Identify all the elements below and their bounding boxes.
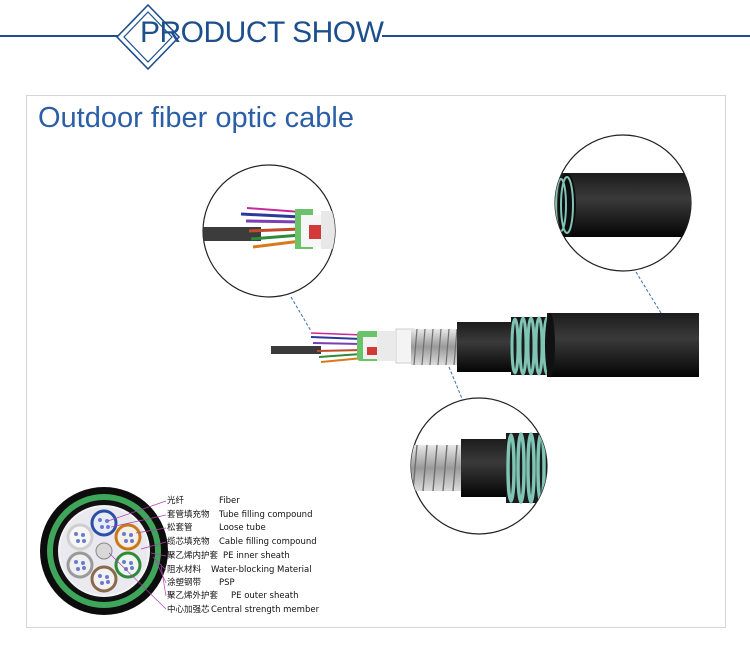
legend-en-8: PE outer sheath: [231, 591, 299, 601]
legend-en-2: Tube filling compound: [219, 510, 313, 520]
zoom-armor: [410, 397, 548, 535]
legend-cn-7: 涂塑钢带: [167, 578, 202, 588]
header-line-right: [382, 35, 750, 37]
legend-en-9: Central strength member: [211, 605, 320, 615]
legend-en-1: Fiber: [219, 496, 240, 506]
diamond-icon: [115, 3, 181, 71]
callout-line-2: [635, 271, 662, 314]
legend-en-3: Loose tube: [219, 523, 266, 533]
product-panel: Outdoor fiber optic cable: [26, 95, 726, 628]
legend-cn-3: 松套管: [167, 523, 193, 533]
legend-cn-4: 缆芯填充物: [167, 537, 210, 547]
callout-line-3: [448, 366, 464, 402]
header-line-left: [0, 35, 122, 37]
legend-cn-1: 光纤: [167, 496, 185, 506]
legend-cn-6: 阻水材料: [167, 565, 202, 575]
main-cable: [271, 313, 699, 377]
page-title: PRODUCT SHOW: [140, 16, 384, 49]
legend-en-5: PE inner sheath: [223, 551, 290, 561]
legend-cn-8: 聚乙烯外护套: [167, 591, 219, 601]
legend-cn-9: 中心加强芯: [167, 605, 210, 615]
cross-section: [40, 487, 168, 615]
legend-en-4: Cable filling compound: [219, 537, 317, 547]
legend-cn-5: 聚乙烯内护套: [167, 551, 219, 561]
zoom-outer-sheath: [554, 134, 692, 272]
legend-cn-2: 套管填充物: [167, 510, 210, 520]
cable-illustration: [40, 134, 699, 615]
panel-title: Outdoor fiber optic cable: [38, 102, 354, 134]
legend-en-7: PSP: [219, 578, 235, 588]
callout-line-1: [290, 296, 312, 332]
zoom-fibers: [202, 164, 336, 298]
legend-en-6: Water-blocking Material: [211, 565, 312, 575]
